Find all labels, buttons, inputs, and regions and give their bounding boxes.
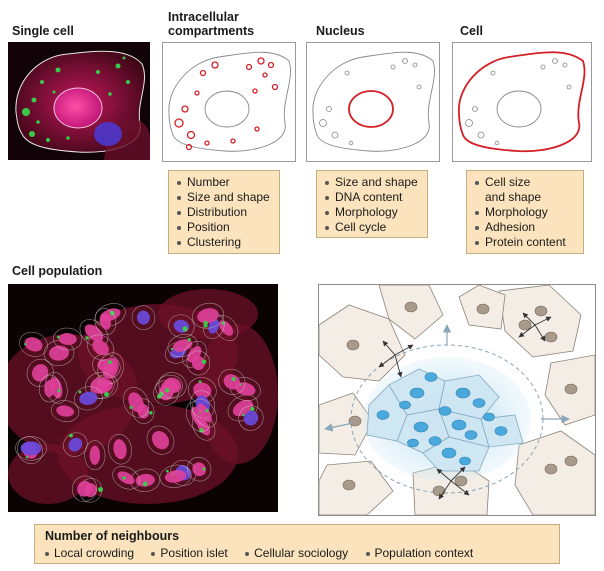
cell-diagram (452, 42, 592, 162)
title-nucleus: Nucleus (316, 24, 365, 38)
feature-item: Protein content (475, 235, 577, 250)
nucleus-diagram (306, 42, 440, 162)
feature-item: Size and shape (325, 175, 421, 190)
neighbours-title: Number of neighbours (45, 529, 180, 543)
cell-population-neighbourhood-diagram (318, 284, 596, 516)
neighbour-item: Cellular sociology (245, 546, 348, 561)
feature-item: Size and shape (177, 190, 273, 205)
feature-item: Morphology (475, 205, 577, 220)
neighbour-item: Population context (365, 546, 473, 561)
title-intracellular-compartments: Intracellular compartments (168, 10, 255, 38)
cell-features-box: Cell size and shape Morphology Adhesion … (466, 170, 584, 254)
feature-item: DNA content (325, 190, 421, 205)
single-cell-micrograph (8, 42, 150, 160)
feature-item: Adhesion (475, 220, 577, 235)
compartments-features-box: Number Size and shape Distribution Posit… (168, 170, 280, 254)
number-of-neighbours-box: Number of neighbours Local crowding Posi… (34, 524, 560, 564)
neighbour-item: Local crowding (45, 546, 134, 561)
feature-item: Number (177, 175, 273, 190)
nucleus-features-box: Size and shape DNA content Morphology Ce… (316, 170, 428, 238)
feature-item: Clustering (177, 235, 273, 250)
feature-item: Cell cycle (325, 220, 421, 235)
feature-item: Position (177, 220, 273, 235)
title-cell-population: Cell population (12, 264, 103, 278)
cell-population-micrograph (8, 284, 278, 512)
title-cell: Cell (460, 24, 483, 38)
compartments-diagram (162, 42, 296, 162)
title-single-cell: Single cell (12, 24, 74, 38)
feature-item: Cell size and shape (475, 175, 577, 205)
neighbour-item: Position islet (151, 546, 228, 561)
feature-item: Morphology (325, 205, 421, 220)
feature-item: Distribution (177, 205, 273, 220)
neighbours-list: Local crowding Position islet Cellular s… (45, 546, 549, 561)
